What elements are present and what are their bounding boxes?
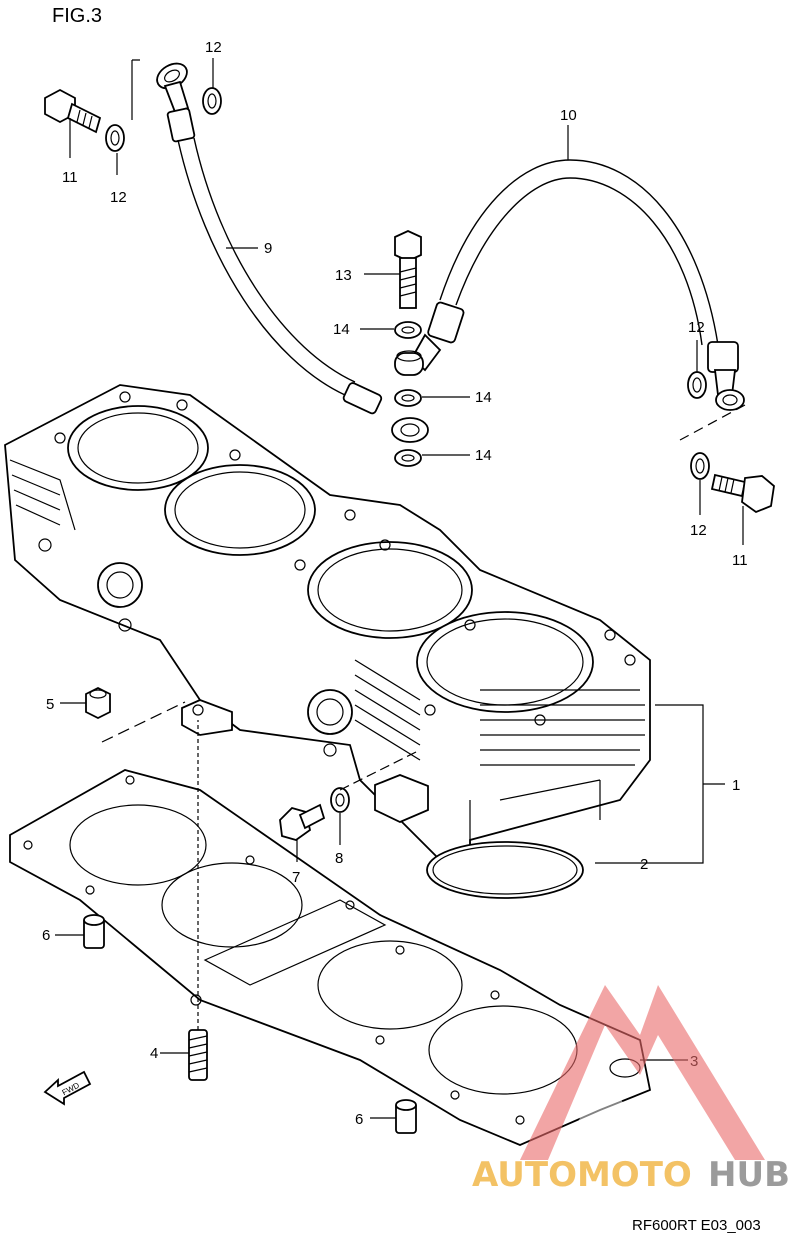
o-ring-2 <box>426 841 584 899</box>
callout-6: 6 <box>355 1111 363 1128</box>
washer-12-left-b <box>202 87 222 115</box>
figure-title: FIG.3 <box>52 5 102 27</box>
washer-14-mid <box>394 389 422 407</box>
callout-11: 11 <box>62 169 78 186</box>
washer-14-bottom <box>394 449 422 467</box>
nut-5-leader <box>101 701 186 743</box>
oil-hose-9 <box>131 59 429 443</box>
callout-14: 14 <box>475 447 492 464</box>
washer-12-right-b <box>690 452 710 480</box>
watermark-text-hub: HUB <box>708 1155 790 1195</box>
dowel-pin-6-top <box>83 914 105 949</box>
washer-12-left-a <box>105 124 125 152</box>
bolt-7 <box>279 803 326 841</box>
callout-7: 7 <box>292 869 300 886</box>
callout-12: 12 <box>205 39 222 56</box>
cylinder-base-gasket <box>9 769 652 1146</box>
automotohub-watermark-logo: AUTOMOTO HUB <box>472 985 790 1195</box>
cylinder-block <box>4 384 651 861</box>
stud-bolt-4 <box>188 720 208 1081</box>
callout-12: 12 <box>688 319 705 336</box>
nut-5 <box>85 686 111 720</box>
washer-8 <box>330 787 350 813</box>
callout-6: 6 <box>42 927 50 944</box>
callout-10: 10 <box>560 107 577 124</box>
callout-14: 14 <box>475 389 492 406</box>
callout-11: 11 <box>732 552 748 569</box>
callout-4: 4 <box>150 1045 158 1062</box>
union-banjo <box>394 350 424 376</box>
callout-12: 12 <box>110 189 127 206</box>
callout-14: 14 <box>333 321 350 338</box>
callout-5: 5 <box>46 696 54 713</box>
callout-2: 2 <box>640 856 648 873</box>
banjo-bolt-13 <box>394 230 422 309</box>
banjo-bolt-11-left <box>44 88 102 134</box>
fwd-arrow-icon: FWD <box>43 1070 92 1106</box>
callout-1: 1 <box>732 777 740 794</box>
callout-9: 9 <box>264 240 272 257</box>
oil-hose-10 <box>410 159 746 441</box>
washer-14-top <box>394 321 422 339</box>
dowel-pin-6-bottom <box>395 1099 417 1134</box>
callout-12: 12 <box>690 522 707 539</box>
washer-12-right-a <box>687 371 707 399</box>
callout-13: 13 <box>335 267 352 284</box>
banjo-bolt-11-right <box>710 473 775 514</box>
figure-code: RF600RT E03_003 <box>632 1217 761 1234</box>
callout-8: 8 <box>335 850 343 867</box>
watermark-text-automoto: AUTOMOTO <box>472 1155 692 1195</box>
